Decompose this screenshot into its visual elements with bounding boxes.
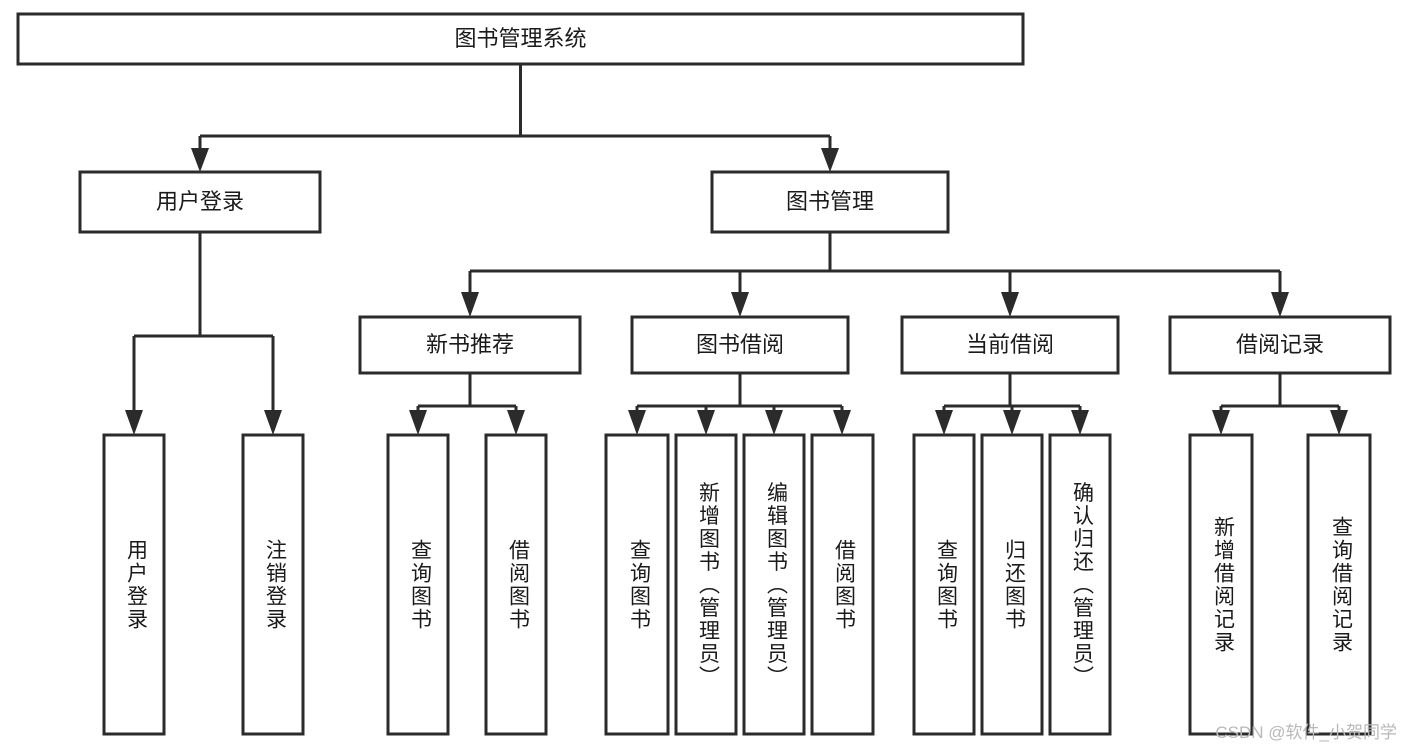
- node-root-label: 图书管理系统: [454, 26, 586, 51]
- arrow-to-leaf-query-book-borrow-icon: [628, 410, 646, 435]
- node-new-book-recommend-label: 新书推荐: [426, 332, 514, 357]
- node-leaf-borrow-book-label: 借阅图书: [832, 539, 856, 631]
- node-leaf-query-borrow-record[interactable]: 查询借阅记录: [1306, 433, 1372, 736]
- node-new-book-recommend-box[interactable]: [358, 315, 582, 375]
- node-current-borrow[interactable]: 当前借阅: [900, 315, 1120, 375]
- node-leaf-query-book-borrow-label: 查询图书: [627, 539, 651, 631]
- node-user-login-label: 用户登录: [156, 189, 244, 214]
- node-leaf-add-book-admin-box[interactable]: [674, 433, 738, 736]
- node-current-borrow-label: 当前借阅: [966, 332, 1054, 357]
- node-leaf-user-logout-label: 注销登录: [263, 539, 287, 631]
- node-leaf-query-book-cur-label: 查询图书: [934, 539, 958, 631]
- node-leaf-add-book-admin-label: 新增图书（管理员）: [696, 482, 720, 689]
- node-leaf-query-book-rec-label: 查询图书: [408, 539, 432, 631]
- node-user-login[interactable]: 用户登录: [78, 170, 322, 234]
- node-leaf-user-logout[interactable]: 注销登录: [241, 433, 305, 736]
- node-book-manage[interactable]: 图书管理: [710, 170, 950, 234]
- node-leaf-borrow-book-rec-box[interactable]: [484, 433, 548, 736]
- arrow-to-user-login-icon: [191, 148, 209, 172]
- csdn-watermark: CSDN @软件_小贺同学: [1215, 723, 1397, 742]
- node-borrow-record[interactable]: 借阅记录: [1168, 315, 1392, 375]
- node-root[interactable]: 图书管理系统: [16, 12, 1025, 66]
- node-leaf-query-book-rec-box[interactable]: [386, 433, 450, 736]
- node-leaf-borrow-book-rec[interactable]: 借阅图书: [484, 433, 548, 736]
- node-book-borrow-label: 图书借阅: [696, 332, 784, 357]
- node-leaf-edit-book-admin-box[interactable]: [742, 433, 806, 736]
- node-book-borrow-box[interactable]: [630, 315, 850, 375]
- node-borrow-record-label: 借阅记录: [1236, 332, 1324, 357]
- node-leaf-return-book-box[interactable]: [980, 433, 1044, 736]
- node-leaf-add-borrow-record-label: 新增借阅记录: [1211, 516, 1235, 654]
- node-user-login-box[interactable]: [78, 170, 322, 234]
- node-leaf-query-book-cur[interactable]: 查询图书: [912, 433, 976, 736]
- node-leaf-user-login[interactable]: 用户登录: [102, 433, 166, 736]
- arrow-to-leaf-query-borrow-record-icon: [1330, 410, 1348, 435]
- node-leaf-confirm-return-admin[interactable]: 确认归还（管理员）: [1048, 433, 1112, 736]
- node-book-manage-label: 图书管理: [786, 189, 874, 214]
- node-leaf-user-login-box[interactable]: [102, 433, 166, 736]
- arrow-to-leaf-query-book-rec-icon: [409, 410, 427, 435]
- arrow-to-leaf-add-borrow-record-icon: [1212, 410, 1230, 435]
- arrow-to-book-borrow-icon: [731, 292, 749, 317]
- arrow-to-book-manage-icon: [821, 148, 839, 172]
- node-leaf-query-book-rec[interactable]: 查询图书: [386, 433, 450, 736]
- node-leaf-confirm-return-admin-label: 确认归还（管理员）: [1070, 482, 1094, 689]
- arrow-to-leaf-borrow-book-rec-icon: [507, 410, 525, 435]
- arrow-to-new-book-recommend-icon: [461, 292, 479, 317]
- arrow-to-leaf-add-book-admin-icon: [697, 410, 715, 435]
- arrow-to-leaf-edit-book-admin-icon: [765, 410, 783, 435]
- node-leaf-edit-book-admin[interactable]: 编辑图书（管理员）: [742, 433, 806, 736]
- node-leaf-return-book-label: 归还图书: [1002, 539, 1026, 631]
- node-leaf-borrow-book-box[interactable]: [810, 433, 875, 736]
- node-leaf-add-borrow-record-box[interactable]: [1188, 433, 1254, 736]
- arrow-to-leaf-borrow-book-icon: [833, 410, 851, 435]
- node-leaf-add-borrow-record[interactable]: 新增借阅记录: [1188, 433, 1254, 736]
- node-root-box[interactable]: [16, 12, 1025, 66]
- node-leaf-query-book-cur-box[interactable]: [912, 433, 976, 736]
- connector-layer: [125, 64, 1348, 435]
- node-new-book-recommend[interactable]: 新书推荐: [358, 315, 582, 375]
- node-leaf-query-book-borrow[interactable]: 查询图书: [604, 433, 670, 736]
- node-current-borrow-box[interactable]: [900, 315, 1120, 375]
- arrow-to-borrow-record-icon: [1271, 292, 1289, 317]
- node-book-manage-box[interactable]: [710, 170, 950, 234]
- node-borrow-record-box[interactable]: [1168, 315, 1392, 375]
- node-leaf-query-borrow-record-box[interactable]: [1306, 433, 1372, 736]
- arrow-to-leaf-user-logout-icon: [264, 410, 282, 435]
- node-book-borrow[interactable]: 图书借阅: [630, 315, 850, 375]
- node-leaf-confirm-return-admin-box[interactable]: [1048, 433, 1112, 736]
- node-leaf-query-book-borrow-box[interactable]: [604, 433, 670, 736]
- node-leaf-borrow-book[interactable]: 借阅图书: [810, 433, 875, 736]
- arrow-to-leaf-confirm-return-admin-icon: [1071, 410, 1089, 435]
- node-leaf-user-logout-box[interactable]: [241, 433, 305, 736]
- node-leaf-edit-book-admin-label: 编辑图书（管理员）: [764, 482, 788, 689]
- node-leaf-borrow-book-rec-label: 借阅图书: [506, 539, 530, 631]
- arrow-to-leaf-return-book-icon: [1003, 410, 1021, 435]
- arrow-to-leaf-user-login-icon: [125, 410, 143, 435]
- arrow-to-current-borrow-icon: [1001, 292, 1019, 317]
- node-leaf-query-borrow-record-label: 查询借阅记录: [1329, 516, 1353, 654]
- node-leaf-return-book[interactable]: 归还图书: [980, 433, 1044, 736]
- node-leaf-add-book-admin[interactable]: 新增图书（管理员）: [674, 433, 738, 736]
- arrow-to-leaf-query-book-cur-icon: [935, 410, 953, 435]
- node-leaf-user-login-label: 用户登录: [124, 539, 148, 631]
